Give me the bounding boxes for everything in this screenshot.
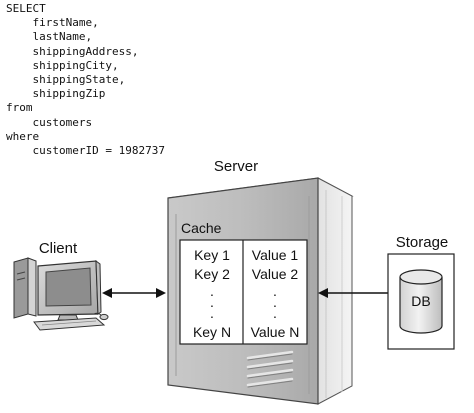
cache-key-n: Key N (193, 324, 231, 340)
sql-line: customerID = 1982737 (6, 143, 165, 157)
sql-line: shippingCity, (6, 58, 119, 72)
sql-line: customers (6, 115, 93, 129)
server-label: Server (214, 158, 258, 175)
cache-key-ellipsis: . (210, 283, 214, 299)
cache-value-ellipsis: . (273, 294, 277, 310)
cache-key-1: Key 1 (194, 247, 230, 263)
storage-label: Storage (396, 234, 449, 251)
database-icon (399, 269, 443, 334)
sql-query: SELECT firstName, lastName, shippingAddr… (6, 2, 165, 158)
client-server-arrow (102, 288, 166, 298)
cache-value-ellipsis: . (273, 283, 277, 299)
client-label: Client (39, 240, 78, 257)
cache-value-n: Value N (251, 324, 300, 340)
server-vent-icon (246, 350, 294, 387)
cache-key-ellipsis: . (210, 294, 214, 310)
sql-line: where (6, 129, 40, 143)
sql-line: from (6, 101, 33, 115)
sql-line: shippingState, (6, 72, 126, 86)
sql-line: shippingAddress, (6, 44, 139, 58)
db-label: DB (411, 293, 430, 309)
storage-server-arrow (318, 288, 388, 298)
sql-line: SELECT (6, 2, 46, 15)
cache-key-ellipsis: . (210, 305, 214, 321)
cache-key-2: Key 2 (194, 266, 230, 282)
cache-value-2: Value 2 (252, 266, 299, 282)
sql-line: lastName, (6, 30, 93, 44)
sql-line: shippingZip (6, 87, 106, 101)
sql-line: firstName, (6, 16, 99, 30)
cache-label: Cache (181, 220, 222, 236)
cache-value-1: Value 1 (252, 247, 299, 263)
cache-table (179, 239, 308, 345)
client-computer-icon (13, 257, 109, 331)
cache-value-ellipsis: . (273, 305, 277, 321)
